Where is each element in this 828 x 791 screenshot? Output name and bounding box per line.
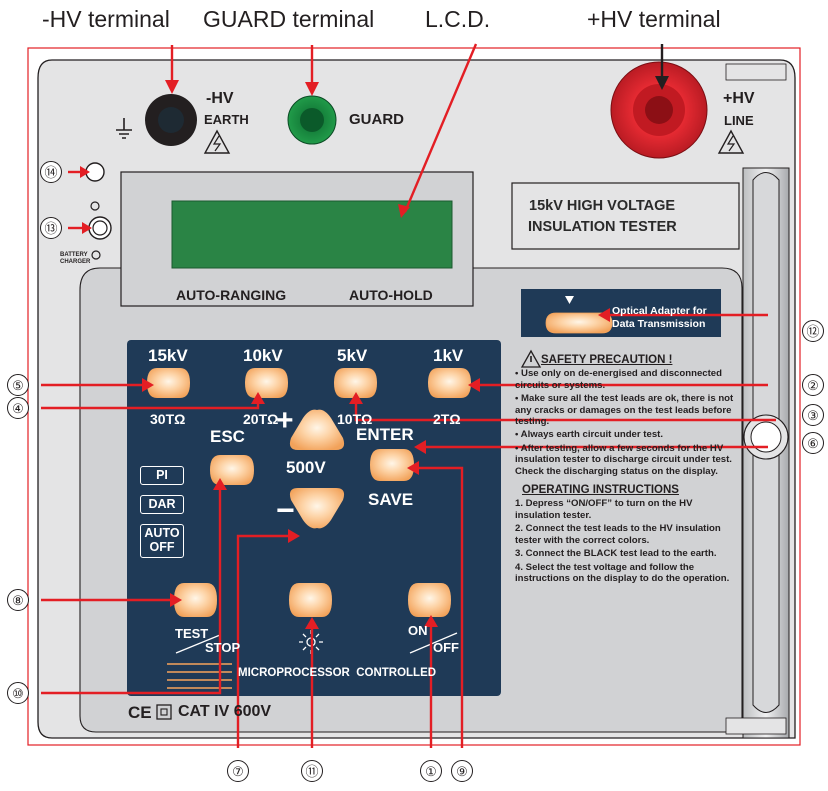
button-10kv: [245, 368, 288, 398]
safety-item: • Make sure all the test leads are ok, t…: [515, 393, 734, 428]
optical-port: [545, 312, 613, 334]
kv-label-10: 10kV: [243, 346, 283, 365]
on-off-slash: [409, 632, 458, 654]
warning-triangle-icon-small: [520, 349, 542, 368]
earth-text: EARTH: [204, 112, 249, 127]
instructions-title: OPERATING INSTRUCTIONS: [522, 484, 679, 497]
ce-mark: CE: [128, 703, 152, 722]
button-1kv: [428, 368, 471, 398]
instruction-item: 4. Select the test voltage and follow th…: [515, 561, 730, 584]
arrowheads: [80, 80, 610, 629]
stop-label: STOP: [205, 640, 241, 655]
down-arrow-button: [289, 488, 345, 529]
on-label: ON: [408, 623, 428, 638]
plus-label: +: [276, 404, 294, 437]
mode-dar: DAR: [140, 495, 184, 514]
hinge-bottom: [725, 717, 787, 735]
callout-12: ⑫: [802, 320, 824, 342]
ohm-label-30: 30TΩ: [150, 411, 186, 427]
earth-icon: [116, 118, 132, 139]
title-line-1: 15kV HIGH VOLTAGE: [529, 198, 676, 214]
auto-hold-label: AUTO-HOLD: [349, 287, 433, 303]
mode-pi: PI: [140, 466, 184, 485]
pos-hv-text: +HV: [723, 90, 755, 107]
save-label: SAVE: [368, 490, 414, 509]
microprocessor-label: MICROPROCESSOR CONTROLLED: [238, 667, 437, 679]
callout-14: ⑭: [40, 161, 62, 183]
callout-5: ⑤: [7, 374, 29, 396]
lcd-screen: [171, 200, 453, 269]
safety-title: SAFETY PRECAUTION !: [541, 354, 673, 366]
test-stop-button: [174, 583, 217, 617]
guard-text: GUARD: [349, 111, 404, 128]
auto-ranging-label: AUTO-RANGING: [176, 287, 287, 303]
title-plate: [511, 182, 740, 250]
instruction-item: 2. Connect the test leads to the HV insu…: [515, 523, 721, 546]
backlight-button: [289, 583, 332, 617]
line-text: LINE: [724, 113, 754, 128]
test-stop-slash: [175, 634, 221, 654]
button-5kv: [334, 368, 377, 398]
callout-9: ⑨: [451, 760, 473, 782]
instruction-panel: SAFETY PRECAUTION ! • Use only on de-ene…: [515, 354, 740, 586]
safety-item: • Use only on de-energised and disconnec…: [515, 368, 723, 391]
callout-2: ②: [802, 374, 824, 396]
ohm-label-2: 2TΩ: [433, 411, 461, 427]
callout-4: ④: [7, 397, 29, 419]
callout-leaders: [41, 43, 776, 748]
ohm-label-10: 10TΩ: [337, 411, 373, 427]
kv-label-1: 1kV: [433, 346, 464, 365]
v500-label: 500V: [286, 458, 326, 477]
button-15kv: [147, 368, 190, 398]
callout-6: ⑥: [802, 432, 824, 454]
voltage-buttons: [147, 368, 471, 398]
neg-hv-terminal-label: -HV terminal: [42, 6, 170, 32]
optical-adapter-line-1: Optical Adapter for: [612, 305, 707, 317]
callout-8: ⑧: [7, 589, 29, 611]
callout-13: ⑬: [40, 217, 62, 239]
safety-item: • After testing, allow a few seconds for…: [515, 442, 732, 477]
minus-label: −: [276, 492, 295, 528]
pos-hv-terminal-label: +HV terminal: [587, 6, 721, 32]
test-label: TEST: [175, 626, 209, 641]
cat-rating: CAT IV 600V: [178, 703, 272, 720]
title-line-2: INSULATION TESTER: [528, 219, 677, 235]
on-off-button: [408, 583, 451, 617]
ohm-label-20: 20TΩ: [243, 411, 279, 427]
guard-terminal-label: GUARD terminal: [203, 6, 375, 32]
callout-10: ⑩: [7, 682, 29, 704]
neg-hv-text: -HV: [206, 90, 234, 107]
optical-adapter-line-2: Data Transmission: [612, 318, 706, 330]
charger-jack: [88, 216, 112, 240]
off-label: OFF: [433, 640, 459, 655]
safety-item: • Always earth circuit under test.: [515, 429, 664, 441]
instruction-item: 3. Connect the BLACK test lead to the ea…: [515, 548, 717, 560]
hinge-top: [725, 63, 787, 81]
up-arrow-button: [289, 409, 345, 450]
enter-label: ENTER: [356, 425, 414, 444]
save-button: [370, 449, 414, 481]
esc-label: ESC: [210, 427, 245, 446]
callout-3: ③: [802, 404, 824, 426]
esc-button: [210, 455, 254, 485]
callout-7: ⑦: [227, 760, 249, 782]
instruction-item: 1. Depress “ON/OFF” to turn on the HV in…: [515, 498, 693, 521]
warning-triangle-icon: [203, 129, 745, 154]
lcd-label: L.C.D.: [425, 6, 491, 32]
double-insulation-icon: [156, 704, 172, 720]
callout-1: ①: [420, 760, 442, 782]
kv-label-15: 15kV: [148, 346, 188, 365]
outer-border: [27, 47, 801, 746]
kv-label-5: 5kV: [337, 346, 368, 365]
callout-11: ⑪: [301, 760, 323, 782]
